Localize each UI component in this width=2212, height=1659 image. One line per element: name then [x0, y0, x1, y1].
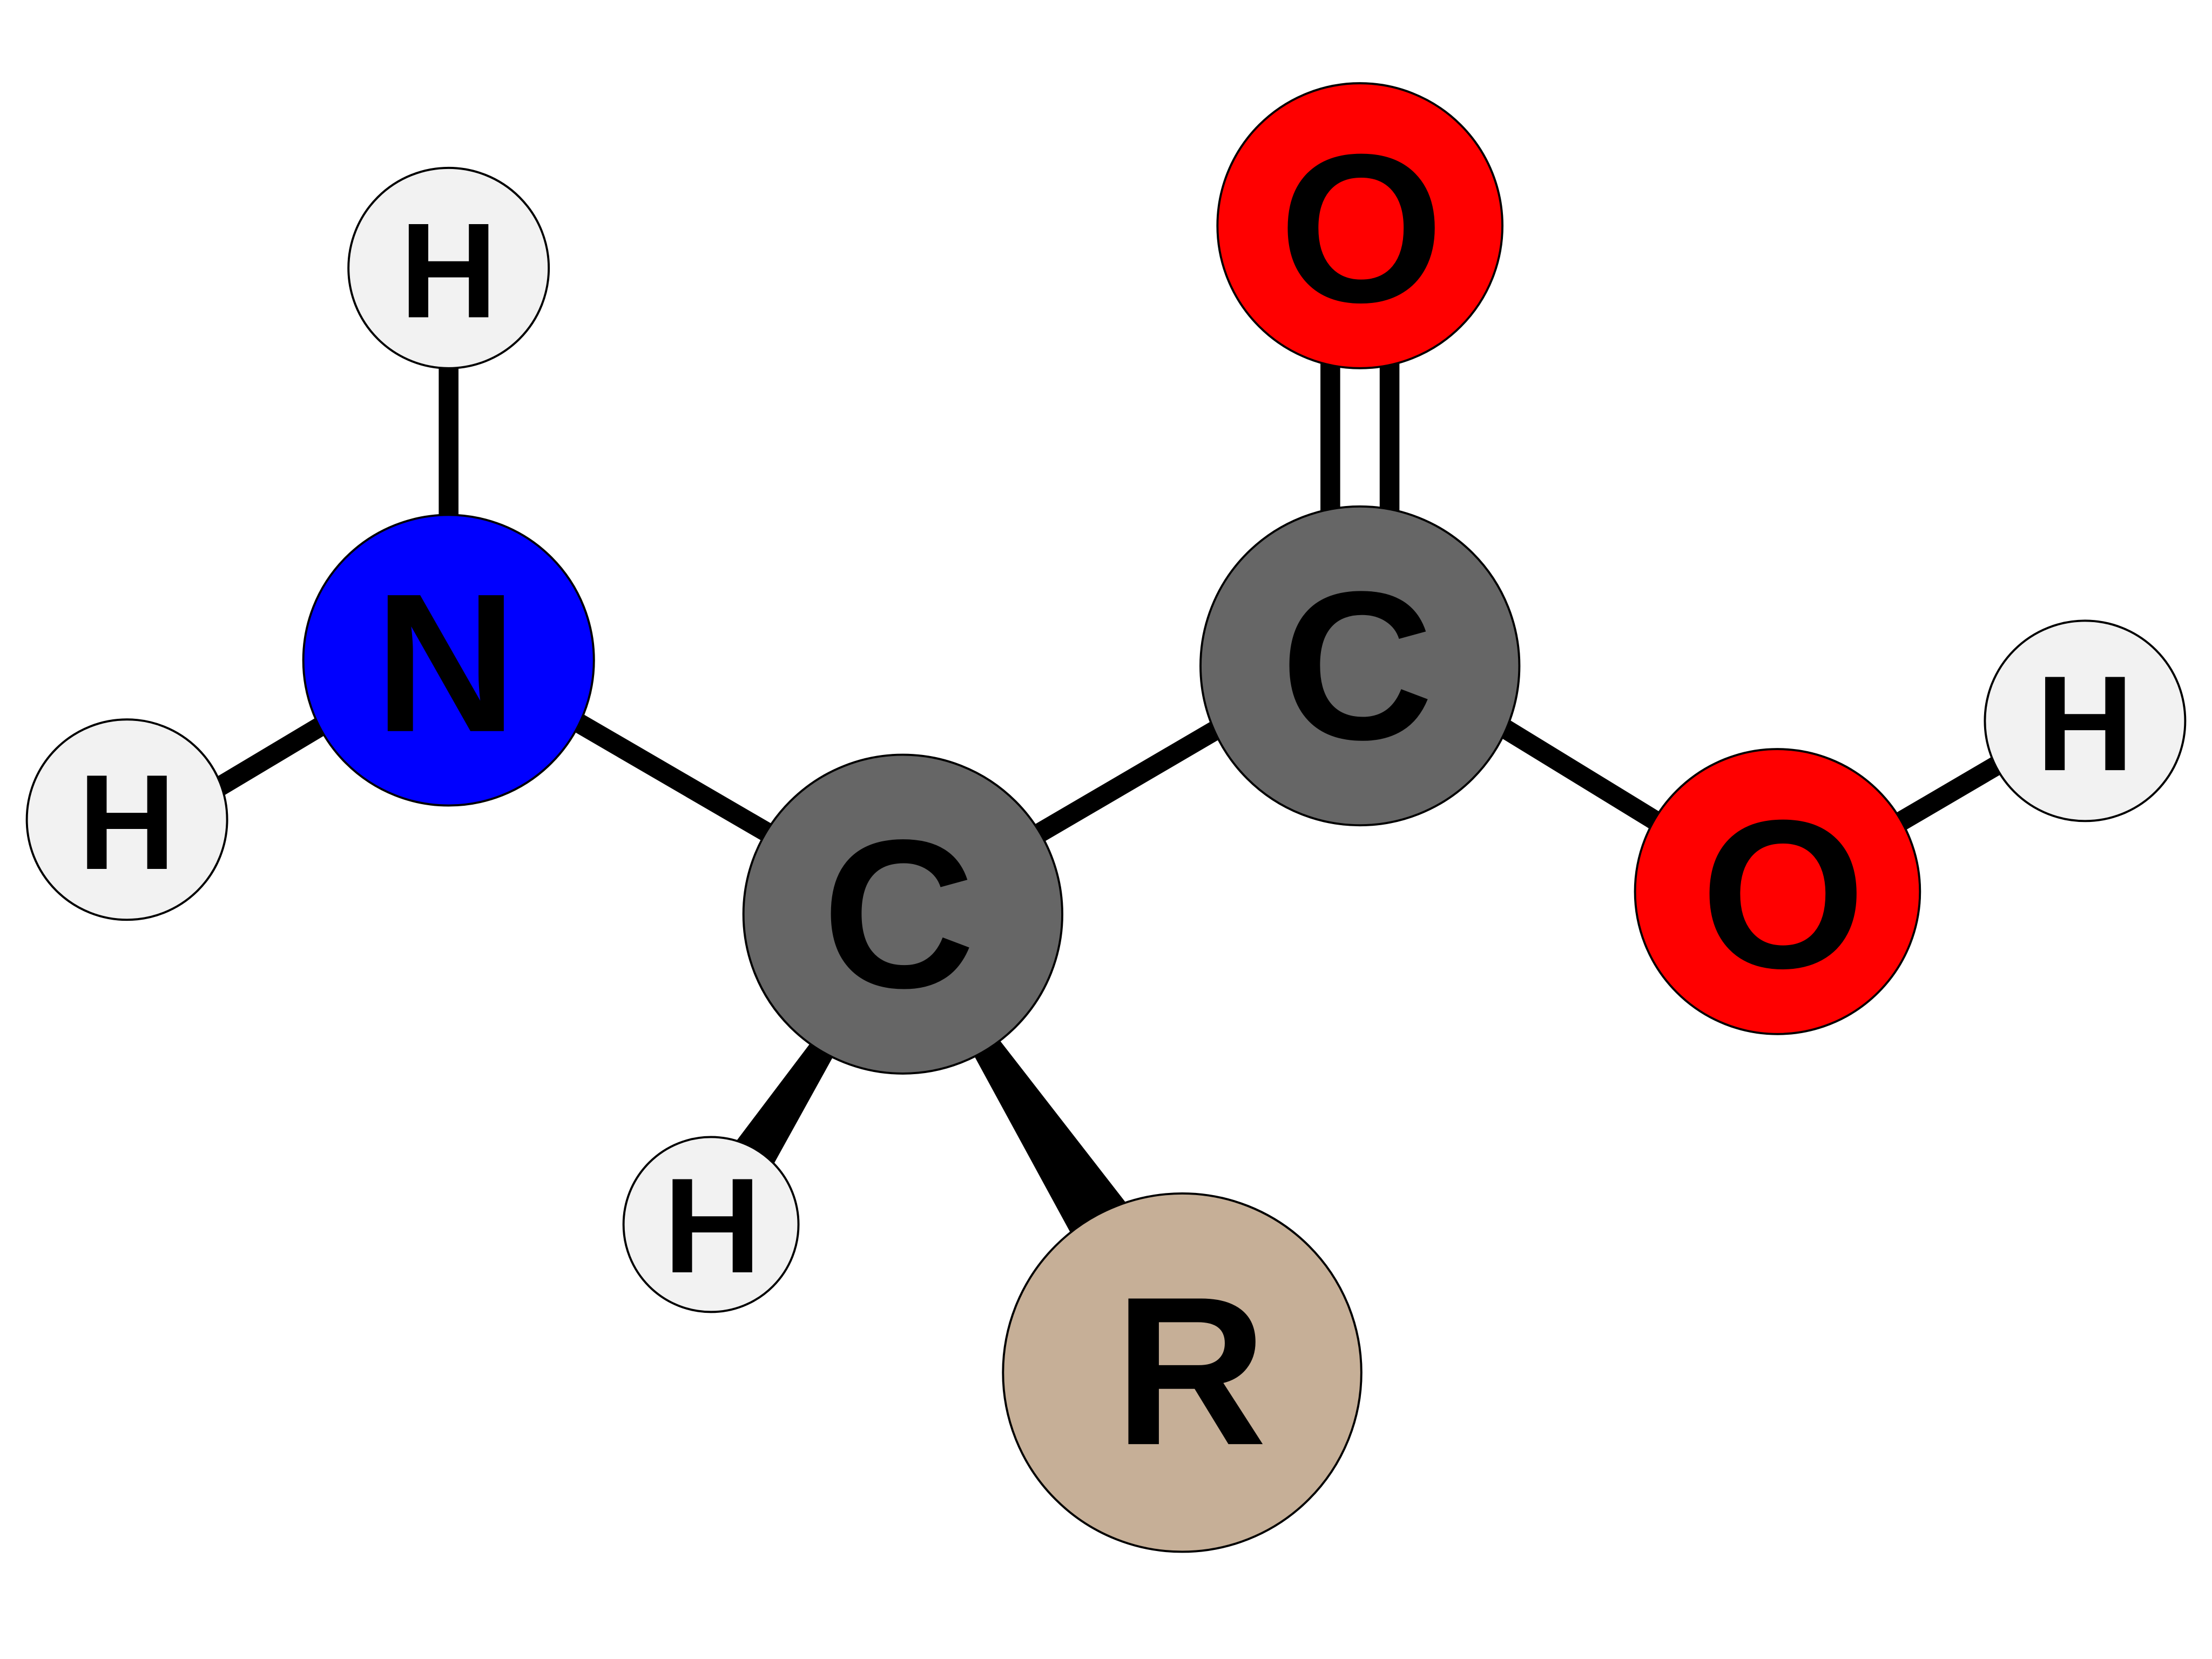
atom-c-alpha: C	[742, 753, 1063, 1075]
bond-n-calpha	[568, 711, 777, 844]
atom-label: O	[1279, 110, 1444, 347]
bond-c-o-hydroxyl	[1499, 719, 1666, 833]
atom-label: H	[2036, 648, 2134, 799]
atom-sphere	[622, 1136, 800, 1313]
atom-sphere	[1984, 619, 2187, 822]
atom-label: N	[374, 553, 517, 773]
atom-label: H	[664, 1150, 761, 1301]
atom-h-hydroxyl: H	[1984, 619, 2187, 822]
atom-sphere	[25, 718, 228, 921]
atom-h-amine-top: H	[347, 166, 550, 369]
atom-label: C	[1280, 548, 1433, 784]
atom-label: R	[1114, 1253, 1267, 1489]
wedge-bond-r-group	[950, 1006, 1129, 1236]
atom-label: C	[822, 796, 975, 1033]
atom-sphere	[1002, 1192, 1363, 1553]
atom-sphere	[1199, 505, 1521, 827]
atom-r-group: R	[1002, 1192, 1363, 1553]
atom-c-carboxyl: C	[1199, 505, 1521, 827]
wedge-bond-h-alpha	[726, 1044, 833, 1178]
atom-label: H	[78, 747, 176, 898]
atom-label: O	[1701, 776, 1865, 1013]
atom-sphere	[1216, 82, 1503, 369]
atom-sphere	[302, 514, 595, 807]
atom-h-amine-left: H	[25, 718, 228, 921]
atom-sphere	[1634, 748, 1921, 1035]
atom-sphere	[347, 166, 550, 369]
bond-calpha-ccarboxyl	[1033, 718, 1227, 842]
bond-o-h-hydroxyl	[1897, 754, 2006, 830]
atom-h-alpha: H	[622, 1136, 800, 1313]
atom-nitrogen: N	[302, 514, 595, 807]
atom-o-double: O	[1216, 82, 1503, 369]
atom-sphere	[742, 753, 1063, 1075]
atom-o-hydroxyl: O	[1634, 748, 1921, 1035]
bond-n-h-left	[213, 713, 333, 796]
atom-label: H	[400, 195, 497, 347]
